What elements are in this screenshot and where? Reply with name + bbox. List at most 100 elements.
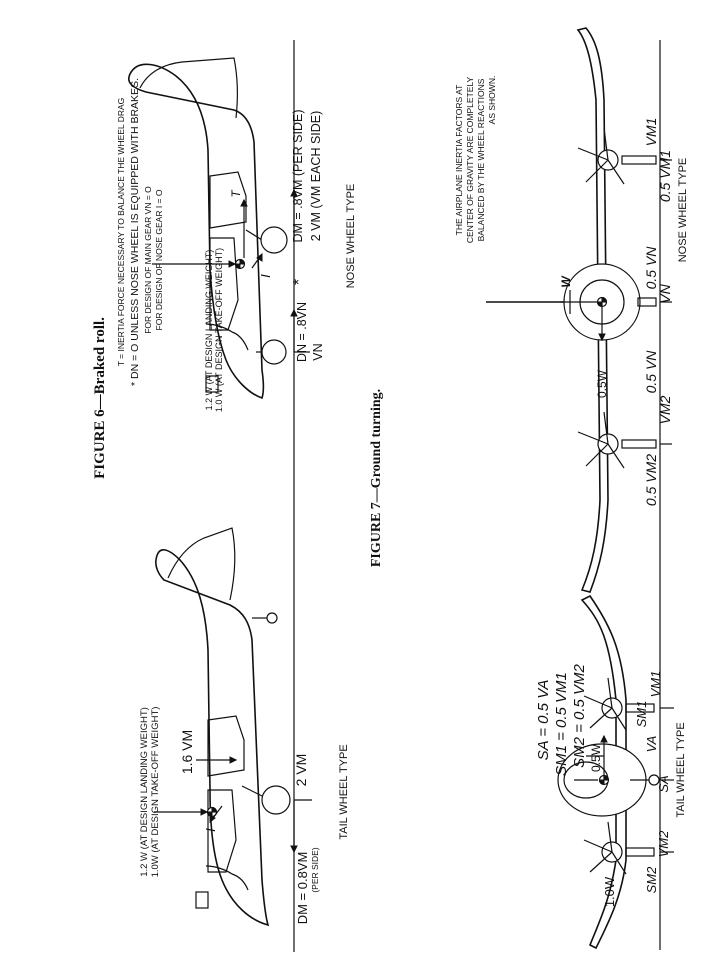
fig7-tail-w-half: 0.5W — [589, 743, 603, 772]
fig6-nose-main-strut — [245, 229, 263, 241]
fig6-tail-v-label: 1.6 VM — [179, 730, 195, 774]
fig6-tail-inertia-arrowhead — [209, 814, 216, 824]
fig6-nose-weight-line1: 1.2 W (AT DESIGN LANDING WEIGHT) — [204, 250, 214, 411]
fig7-nose-wing — [576, 27, 609, 593]
fig6-tail-wheel — [266, 612, 278, 624]
fig6-nose-vn-label: VN — [311, 343, 325, 360]
fig7-tail-airplane — [557, 590, 674, 950]
fig7-tail-type-label: TAIL WHEEL TYPE — [675, 722, 687, 817]
fig6-nose-weight-line2: 1.0 W (AT DESIGN TAKE-OFF WEIGHT) — [214, 248, 224, 412]
fig6-nose-inertia-arrowhead — [256, 252, 263, 262]
fig7-tail-va: VA — [644, 736, 659, 753]
fig6-tail-engine — [207, 789, 237, 873]
fig6-tail-weight-line2: 1.0W (AT DESIGN TAKE-OFF WEIGHT) — [150, 707, 161, 878]
fig6-tail-vertical-label: 2 VM — [293, 754, 309, 787]
fig7-tail-strut-lower — [625, 847, 655, 857]
fig6-nose-fuselage — [128, 63, 265, 400]
fig6-tail-gear-strut — [241, 785, 263, 797]
fig6-nose-note-main: FOR DESIGN OF MAIN GEAR VN = O — [143, 186, 153, 334]
fig6-tail-inertia-label: I — [203, 828, 218, 832]
fig6-nose-dm-arrowhead — [290, 188, 298, 197]
fig6-tail-wing — [207, 715, 245, 777]
fig7-tail-eq2: SM1 = 0.5 VM1 — [553, 672, 570, 776]
fig7-nose-note3: BALANCED BY THE WHEEL REACTIONS — [476, 78, 486, 241]
fig6-tail-fuselage — [155, 549, 270, 927]
fig6-nose-dm-label: DM = .8VM (PER SIDE) — [291, 109, 305, 242]
fig7-tail-strut-upper — [625, 703, 655, 713]
fig6-nose-wing — [209, 171, 247, 229]
fig6-tail-v-force-arrowhead — [229, 756, 238, 764]
fig7-nose-strut-nose — [637, 297, 657, 307]
fig6-nose-dn-label: DN = .8VN — [295, 302, 309, 362]
fig6-nose-main-wheel — [260, 226, 288, 254]
fig7-nose-note1: THE AIRPLANE INERTIA FACTORS AT — [454, 85, 464, 236]
fig6-nose-inertia-label: I — [258, 274, 273, 278]
fig7-nose-strut-upper — [621, 155, 657, 165]
fig7-nose-vm2b: 0.5 VM2 — [643, 454, 659, 506]
fig7-nose-w: W — [559, 275, 573, 288]
fig6-tail-weight-line1: 1.2 W (AT DESIGN LANDING WEIGHT) — [139, 707, 150, 877]
fig6-tail-cg-quadrant-a — [211, 806, 218, 813]
fig6-nose-star: * — [291, 279, 308, 285]
fig6-nose-t-arrowhead — [240, 198, 248, 207]
fig6-nose-fin — [139, 57, 238, 119]
fig6-tail-main-wheel — [261, 785, 291, 815]
fig6-nose-note-t: T = INERTIA FORCE NECESSARY TO BALANCE T… — [116, 98, 126, 367]
fig7-tail-vm2: VM2 — [656, 830, 671, 858]
figure7-caption: FIGURE 7—Ground turning. — [369, 389, 384, 567]
fig6-nose-propeller — [205, 323, 249, 351]
fig6-nose-weight-arrowhead — [228, 260, 237, 268]
fig7-tail-prop-upper — [583, 677, 627, 731]
fig6-nose-engine — [209, 237, 239, 331]
fig6-tail-weight-arrowhead — [200, 808, 209, 816]
fig6-nose-nose-wheel — [261, 339, 287, 365]
fig6-tail-fin — [167, 527, 236, 601]
fig6-nose-note-nose: FOR DESIGN OF NOSE GEAR I = O — [154, 189, 164, 330]
fig7-nose-airplane — [486, 27, 672, 593]
fig7-tail-w-one: 1.0W — [602, 876, 617, 907]
fig6-nose-cg-quadrant-a — [239, 258, 246, 265]
fig7-nose-w-half: 0.5W — [595, 369, 609, 398]
fig6-nose-airplane — [128, 40, 310, 512]
fig7-tail-wing — [580, 594, 627, 950]
fig7-tail-sm2: SM2 — [644, 866, 659, 894]
fig7-nose-vm1: VM1 — [643, 118, 659, 147]
fig7-nose-cg-quadrant-a — [601, 296, 608, 303]
fig7-tail-vm1: VM1 — [648, 671, 663, 698]
fig7-tail-cg-quadrant-b — [598, 779, 605, 786]
fig6-nose-dn-arrowhead — [290, 308, 298, 317]
fig6-tail-drag-arrowhead — [290, 845, 298, 854]
fig6-tail-per-side: (PER SIDE) — [310, 847, 320, 893]
fig7-nose-type-label: NOSE WHEEL TYPE — [677, 158, 689, 263]
fig7-tail-prop-lower — [583, 821, 627, 875]
fig7-nose-note4: AS SHOWN. — [487, 76, 497, 125]
figure6-caption: FIGURE 6—Braked roll. — [92, 317, 108, 479]
fig7-tail-sa: SA — [656, 775, 671, 792]
fig7-nose-vn-half2: 0.5 VN — [643, 350, 659, 394]
fig7-tail-tailwheel — [648, 774, 660, 786]
fig7-nose-prop-lower — [577, 411, 625, 469]
fig6-tail-propeller — [205, 865, 249, 891]
fig7-nose-vm1b: 0.5 VM1 — [657, 150, 673, 202]
fig6-nose-note-dn: * DN = O UNLESS NOSE WHEEL IS EQUIPPED W… — [129, 78, 141, 386]
fig6-nose-cockpit-window — [205, 375, 219, 393]
fig6-tail-drag-label: DM = 0.8VM — [295, 852, 310, 925]
fig6-tail-type-label: TAIL WHEEL TYPE — [338, 744, 350, 839]
fig7-nose-side-force-arrowhead — [598, 333, 606, 342]
fig7-nose-prop-upper — [577, 127, 625, 185]
fig7-nose-note2: CENTER OF GRAVITY ARE COMPLETELY — [465, 77, 475, 244]
fig6-nose-type-label: NOSE WHEEL TYPE — [345, 184, 357, 289]
fig6-tail-cockpit-window — [195, 891, 209, 909]
fig7-nose-vn-half: 0.5 VN — [643, 246, 659, 290]
fig7-nose-vm2: VM2 — [657, 395, 673, 424]
fig7-tail-side-force-arrowhead — [600, 734, 608, 743]
fig7-nose-vn: VN — [657, 283, 673, 303]
fig7-tail-eq1: SA = 0.5 VA — [535, 680, 552, 761]
fig6-nose-vm-label: 2 VM (VM EACH SIDE) — [309, 111, 323, 242]
fig6-tail-airplane — [154, 512, 312, 952]
fig7-tail-sm1: SM1 — [634, 701, 649, 728]
fig6-nose-t-label: T — [229, 189, 243, 198]
fig6-nose-cg-quadrant-b — [234, 263, 241, 270]
